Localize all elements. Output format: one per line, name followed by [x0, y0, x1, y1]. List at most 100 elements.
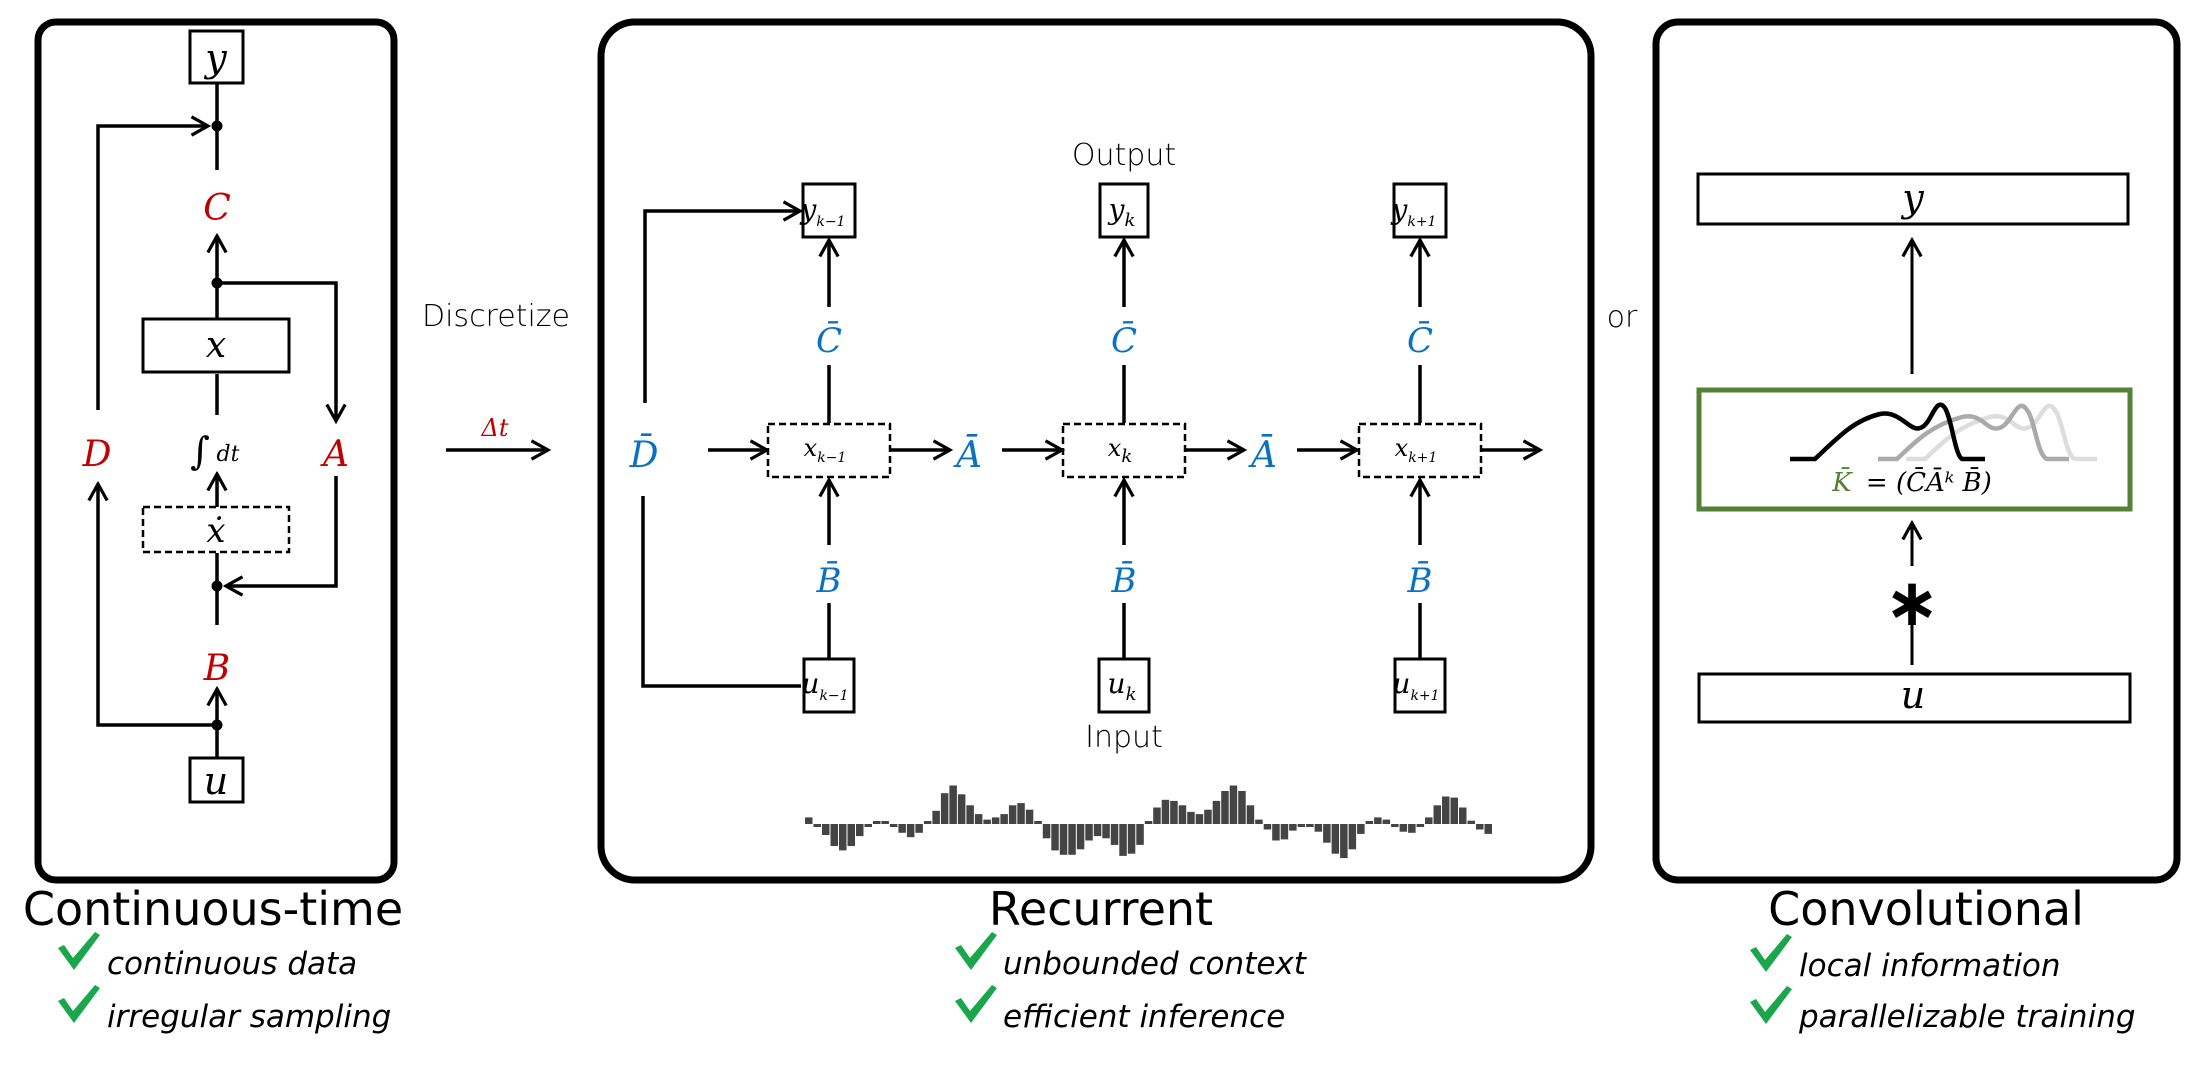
- signal-bar: [1195, 814, 1204, 824]
- signal-bar: [1374, 817, 1382, 824]
- state-derivative-box: [141, 505, 291, 554]
- signal-bar: [1289, 824, 1297, 831]
- convolutional-panel: y K̄ = (C̄Āᵏ B̄) ∗ u Convolutional local…: [1652, 18, 2181, 1035]
- state-x-box: [141, 317, 291, 374]
- D-bar-to-y-arrow: [643, 211, 800, 403]
- signal-bar: [1357, 824, 1365, 834]
- integral-dt: dt: [217, 442, 240, 467]
- signal-bar: [1187, 811, 1195, 824]
- signal-bar: [1238, 791, 1246, 824]
- input-label-2: uk+1: [1392, 667, 1439, 704]
- signal-bar: [1025, 809, 1034, 824]
- A-feedback-arrow: [226, 476, 338, 586]
- conv-output-y-box: [1696, 172, 2130, 226]
- check-icon: [58, 932, 100, 970]
- continuous-panel: y C x ∫ dt D A ẋ B: [23, 18, 403, 1035]
- check-icon: [58, 985, 100, 1023]
- param-A: A: [320, 434, 349, 475]
- output-box-0: [801, 182, 857, 239]
- input-u-label: u: [204, 759, 228, 803]
- state-derivative-label: ẋ: [206, 511, 225, 551]
- signal-bar: [1051, 824, 1059, 851]
- recurrent-title: Recurrent: [989, 882, 1213, 936]
- signal-bar: [864, 824, 872, 827]
- output-label: Output: [1072, 138, 1176, 173]
- kernel-K-bar: K̄: [1831, 466, 1853, 498]
- signal-bar: [932, 810, 940, 824]
- signal-bar: [1263, 824, 1272, 830]
- signal-bar: [1085, 824, 1093, 841]
- state-box-0: [766, 422, 892, 479]
- signal-bar: [1229, 785, 1238, 824]
- kernel-curve-dark: [1790, 402, 1985, 462]
- check-icon: [1750, 934, 1792, 972]
- signal-bar: [991, 817, 1000, 824]
- signal-bar: [1034, 821, 1042, 824]
- signal-bar: [1153, 807, 1161, 824]
- param-C-bar-2: C̄: [1407, 320, 1433, 361]
- discretize-step: Discretize Δt: [422, 299, 570, 450]
- state-box-1: [1061, 422, 1187, 479]
- signal-bar: [881, 821, 889, 824]
- param-C: C: [203, 188, 231, 229]
- conv-input-u-box: [1697, 672, 2132, 724]
- signal-bar: [830, 824, 838, 846]
- output-y-label: y: [203, 36, 227, 80]
- signal-bar: [1144, 821, 1153, 824]
- signal-bar: [1382, 819, 1391, 824]
- signal-bar: [1076, 824, 1085, 850]
- input-signal-bars: [805, 785, 1492, 859]
- signal-bar: [1255, 819, 1263, 824]
- discretize-label: Discretize: [422, 299, 570, 334]
- param-C-bar-1: C̄: [1111, 320, 1137, 361]
- signal-bar: [906, 824, 915, 838]
- signal-bar: [1408, 824, 1416, 833]
- param-B-bar-0: B̄: [816, 560, 842, 601]
- param-B: B: [203, 648, 230, 689]
- signal-bar: [1000, 814, 1008, 824]
- check-icon: [955, 985, 997, 1023]
- u-to-D-bar-line: [641, 496, 801, 688]
- signal-bar: [839, 824, 847, 851]
- signal-bar: [1365, 821, 1374, 824]
- check-icon: [955, 932, 997, 970]
- signal-bar: [1102, 824, 1110, 839]
- signal-bar: [1178, 805, 1187, 824]
- input-box-0: [802, 657, 856, 714]
- continuous-panel-frame: [34, 18, 398, 884]
- signal-bar: [1484, 824, 1492, 834]
- param-A-bar-1: Ā: [953, 435, 982, 476]
- recurrent-panel: Output Input D̄ yk−1C̄xk−1B̄uk−1ykC̄xkB̄…: [597, 18, 1595, 1035]
- output-box-2: [1392, 182, 1448, 239]
- signal-bar: [1416, 824, 1425, 827]
- signal-bar: [1161, 799, 1170, 824]
- signal-bar: [1297, 824, 1306, 827]
- signal-bar: [889, 824, 898, 827]
- or-label: or: [1607, 300, 1638, 335]
- continuous-feature-1: continuous data: [107, 946, 357, 982]
- state-label-2: xk+1: [1395, 434, 1438, 466]
- param-A-bar-2: Ā: [1248, 435, 1277, 476]
- continuous-feature-2: irregular sampling: [107, 999, 391, 1035]
- signal-bar: [1170, 800, 1178, 824]
- d-feedthrough-arrow-top: [96, 126, 208, 410]
- signal-bar: [1467, 820, 1475, 824]
- kernel-curves: [1790, 402, 2097, 462]
- state-label-0: xk−1: [804, 434, 847, 466]
- integral-symbol: ∫: [190, 429, 210, 473]
- state-box-2: [1357, 422, 1483, 479]
- signal-bar: [983, 819, 991, 824]
- conv-output-y-label: y: [1900, 176, 1924, 220]
- kernel-curve-lightest: [1906, 403, 2097, 462]
- signal-bar: [1442, 796, 1450, 824]
- convolutional-feature-2: parallelizable training: [1798, 999, 2136, 1035]
- convolutional-feature-1: local information: [1799, 948, 2061, 984]
- signal-bar: [1221, 791, 1229, 824]
- signal-bar: [813, 824, 821, 827]
- input-label-1: uk: [1108, 667, 1137, 705]
- output-box-1: [1098, 182, 1150, 239]
- signal-bar: [1314, 824, 1323, 832]
- output-label-0: yk−1: [799, 193, 846, 230]
- signal-bar: [1008, 805, 1017, 824]
- signal-bar: [923, 821, 932, 824]
